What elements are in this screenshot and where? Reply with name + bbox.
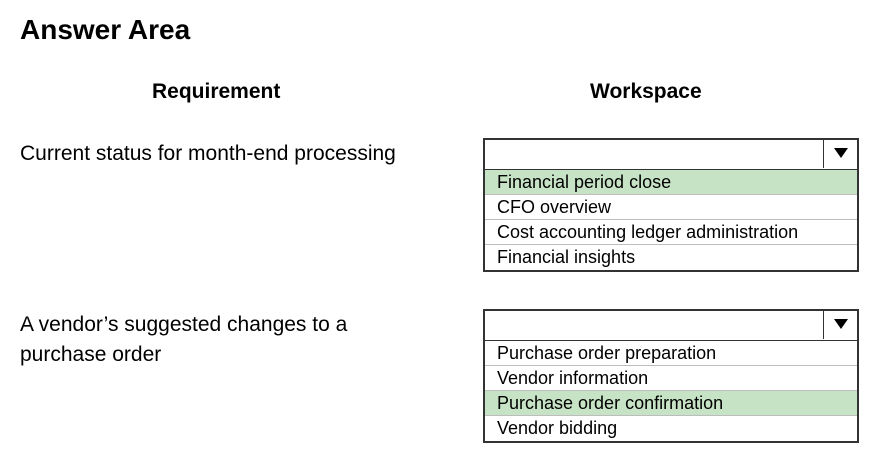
dropdown-option-vendor-bidding[interactable]: Vendor bidding bbox=[497, 418, 618, 438]
dropdown-option-financial-insights[interactable]: Financial insights bbox=[497, 247, 636, 267]
dropdown-toggle-button-2[interactable] bbox=[823, 311, 857, 339]
requirement-column-header: Requirement bbox=[152, 80, 281, 103]
dropdown-header-1[interactable] bbox=[485, 140, 857, 170]
workspace-dropdown-1[interactable]: Financial period close CFO overview Cost… bbox=[483, 138, 859, 272]
answer-area-title: Answer Area bbox=[20, 14, 191, 45]
dropdown-header-2[interactable] bbox=[485, 311, 857, 341]
dropdown-toggle-button-1[interactable] bbox=[823, 140, 857, 168]
dropdown-option-vendor-information[interactable]: Vendor information bbox=[485, 366, 857, 391]
requirement-text-1: Current status for month-end processing bbox=[20, 142, 396, 165]
workspace-column-header: Workspace bbox=[590, 80, 702, 103]
dropdown-option-purchase-order-preparation[interactable]: Purchase order preparation bbox=[485, 341, 857, 366]
workspace-dropdown-2[interactable]: Purchase order preparation Vendor inform… bbox=[483, 309, 859, 443]
requirement-text-2-line-1: A vendor’s suggested changes to a bbox=[20, 313, 348, 336]
dropdown-option-financial-period-close[interactable]: Financial period close bbox=[485, 170, 857, 195]
triangle-down-icon bbox=[833, 145, 848, 163]
requirement-text-2: A vendor’s suggested changes to a purcha… bbox=[20, 310, 347, 370]
dropdown-option-cfo-overview[interactable]: CFO overview bbox=[485, 195, 857, 220]
requirement-text-2-line-2: purchase order bbox=[20, 343, 162, 366]
dropdown-option-cost-accounting-ledger-administration[interactable]: Cost accounting ledger administration bbox=[485, 220, 857, 245]
triangle-down-icon bbox=[833, 316, 848, 334]
dropdown-option-purchase-order-confirmation[interactable]: Purchase order confirmation bbox=[485, 391, 857, 416]
